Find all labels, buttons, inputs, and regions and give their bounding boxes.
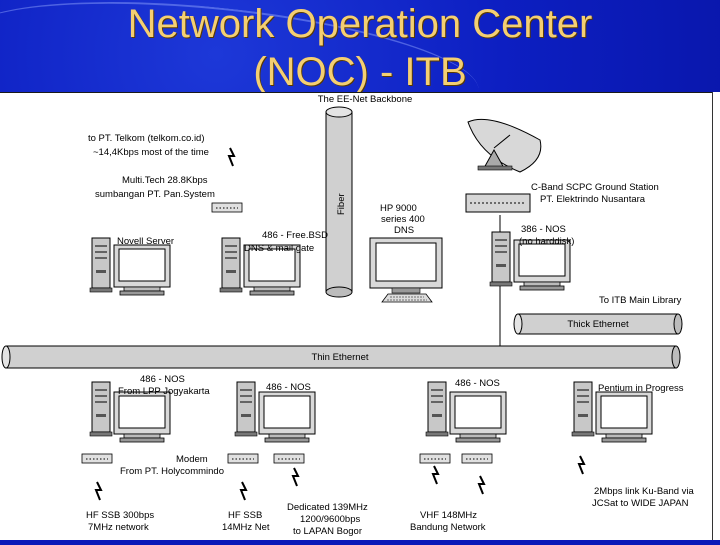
panel-right-edge [712, 92, 720, 540]
monitor-icon [113, 391, 171, 443]
backbone-label: Fiber [336, 193, 347, 215]
tower-icon [89, 381, 113, 437]
hf300-link-icon [95, 481, 102, 501]
network-diagram-panel: The EE-Net Backbone Fiber Thin Ethernet … [0, 92, 712, 540]
monitor-icon [595, 391, 653, 443]
hp9000-workstation [369, 237, 443, 303]
nos2-label: 486 - NOS [266, 382, 311, 393]
telkom-label-1: to PT. Telkom (telkom.co.id) [88, 133, 205, 144]
dedicated-modem-icon [273, 453, 305, 464]
modem-label-1: Modem [176, 454, 208, 465]
slide-title-line1: Network Operation Center [127, 2, 593, 46]
multitech-modem-icon [211, 202, 243, 213]
tower-icon [89, 237, 113, 293]
thick-ethernet-label: Thick Ethernet [567, 319, 629, 330]
kuband-link-icon [578, 455, 585, 475]
thin-ethernet-label: Thin Ethernet [311, 352, 368, 363]
vhf-label-2: Bandung Network [410, 522, 486, 533]
modem-label-2: From PT. Holycommindo [120, 466, 224, 477]
nos-pc-3 [425, 381, 507, 443]
vhf-modem-2-icon [461, 453, 493, 464]
kuband-label-2: JCSat to WIDE JAPAN [592, 498, 689, 509]
monitor-icon [449, 391, 507, 443]
satellite-dish-icon [467, 118, 542, 173]
multitech-label-2: sumbangan PT. Pan.System [95, 189, 215, 200]
tower-icon [219, 237, 243, 293]
kuband-label-1: 2Mbps link Ku-Band via [594, 486, 695, 497]
nos-nohdd-label-1: 386 - NOS [521, 224, 566, 235]
hf14-link-icon [240, 481, 247, 501]
freebsd-label-1: 486 - Free.BSD [262, 230, 328, 241]
network-diagram: The EE-Net Backbone Fiber Thin Ethernet … [1, 94, 695, 537]
cband-label-2: PT. Elektrindo Nusantara [540, 194, 646, 205]
novell-label: Novell Server [117, 236, 174, 247]
dedicated-label-2: 1200/9600bps [300, 514, 360, 525]
keyboard-icon [381, 293, 433, 303]
cband-label-1: C-Band SCPC Ground Station [531, 182, 659, 193]
slide-title-line2: (NOC) - ITB [253, 50, 467, 94]
hf14-label-1: HF SSB [228, 510, 262, 521]
ground-station-rack [465, 193, 531, 213]
tower-icon [234, 381, 258, 437]
tower-icon [489, 231, 513, 287]
hp9000-label-1: HP 9000 [380, 203, 417, 214]
telkom-link-icon [228, 147, 235, 167]
monitor-icon [113, 244, 171, 296]
vhf2-link-icon [478, 475, 485, 495]
dedicated-link-icon [292, 467, 299, 487]
nos3-label: 486 - NOS [455, 378, 500, 389]
thin-ethernet-cable: Thin Ethernet [1, 345, 681, 369]
tower-icon [571, 381, 595, 437]
fiber-backbone: Fiber [325, 106, 353, 298]
vhf-label-1: VHF 148MHz [420, 510, 477, 521]
vhf-modem-icon [419, 453, 451, 464]
tower-icon [425, 381, 449, 437]
monitor-icon [258, 391, 316, 443]
monitor-icon [513, 239, 571, 291]
dedicated-label-3: to LAPAN Bogor [293, 526, 362, 537]
hp9000-label-2: series 400 [381, 214, 425, 225]
hp9000-label-3: DNS [394, 225, 414, 236]
diagram-heading: The EE-Net Backbone [318, 94, 413, 105]
lpp-label-1: 486 - NOS [140, 374, 185, 385]
vhf-link-icon [432, 465, 439, 485]
multitech-label-1: Multi.Tech 28.8Kbps [122, 175, 208, 186]
pentium-label: Pentium in Progress [598, 383, 684, 394]
lpp-label-2: From LPP Jogyakarta [118, 386, 210, 397]
hf14-label-2: 14MHz Net [222, 522, 270, 533]
hf300-modem-icon [81, 453, 113, 464]
thick-ethernet-cable: Thick Ethernet [513, 313, 683, 335]
hf14-modem-icon [227, 453, 259, 464]
dedicated-label-1: Dedicated 139MHz [287, 502, 368, 513]
telkom-label-2: ~14,4Kbps most of the time [93, 147, 209, 158]
hf300-label-2: 7MHz network [88, 522, 149, 533]
freebsd-label-2: DNS & mail gate [244, 243, 314, 254]
panel-top-border [0, 92, 720, 93]
main-library-label: To ITB Main Library [599, 295, 682, 306]
nos-nohdd-label-2: (no harddisk) [519, 236, 574, 247]
hf300-label-1: HF SSB 300bps [86, 510, 154, 521]
